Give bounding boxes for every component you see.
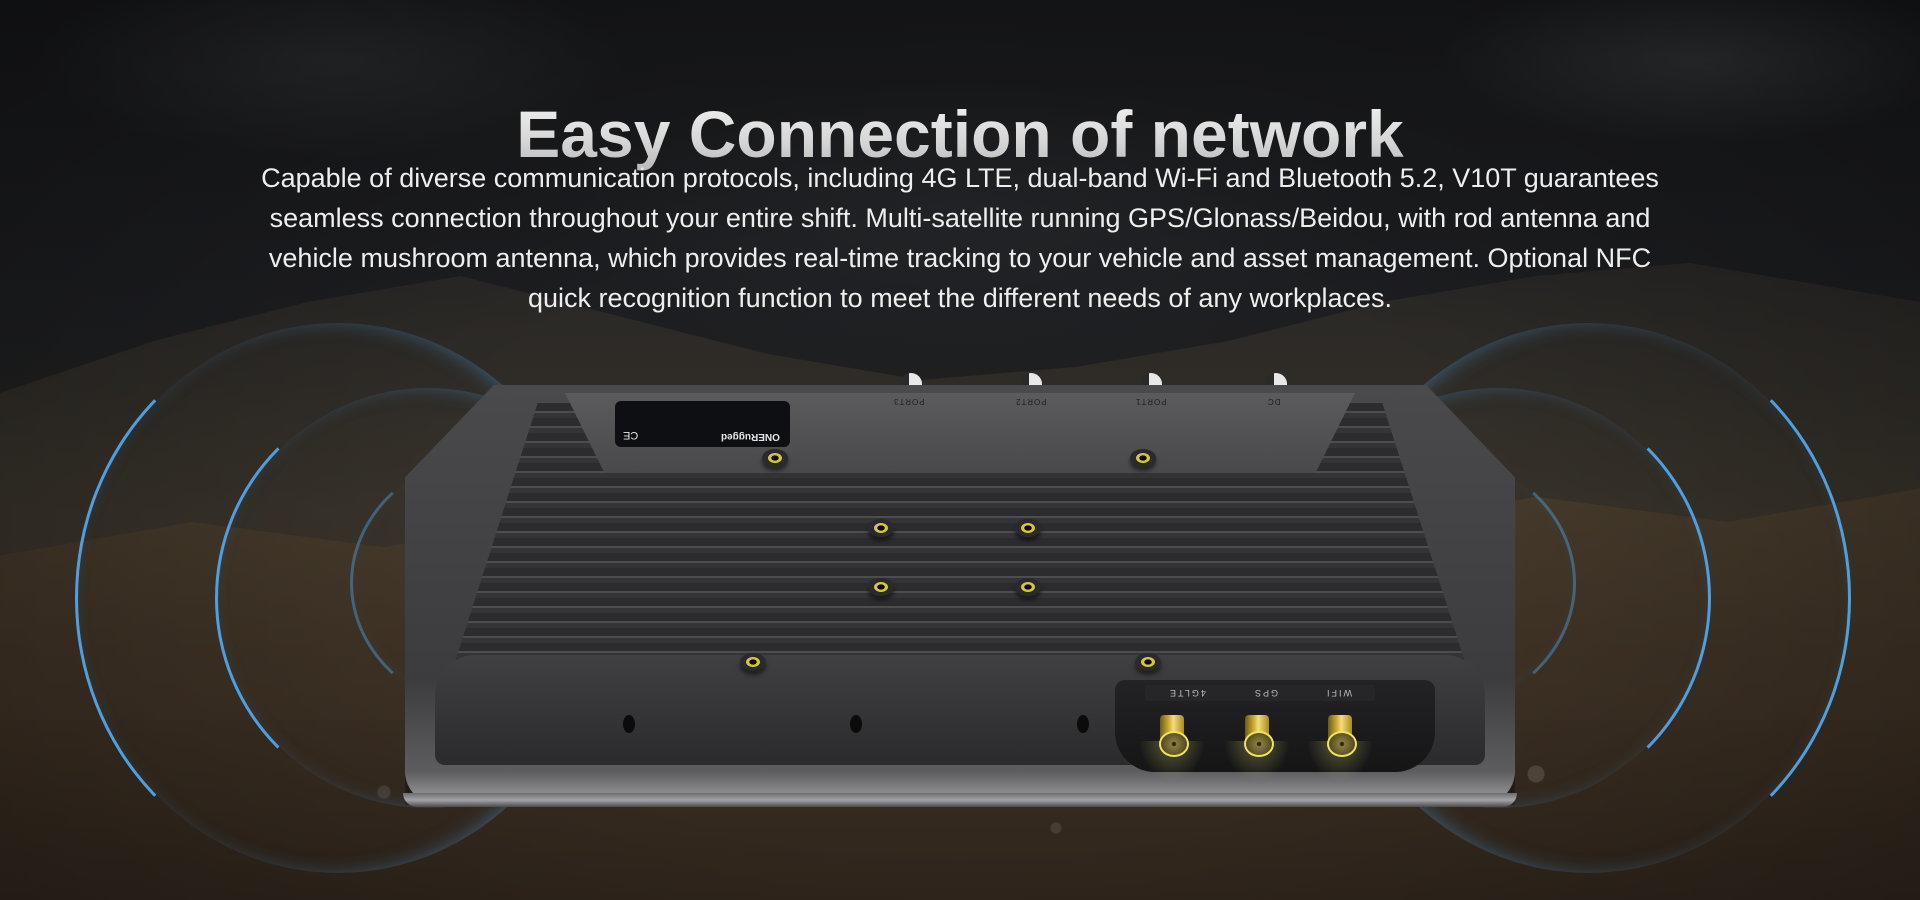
signal-arc-middle-left	[215, 385, 641, 811]
dc-power-symbol-icon: DC	[1267, 397, 1281, 406]
mounting-insert	[740, 653, 766, 671]
antenna-stub	[900, 373, 922, 385]
device-bottom-rim	[403, 793, 1517, 807]
signal-arc-outer-left	[75, 320, 601, 876]
description-line: Capable of diverse communication protoco…	[261, 163, 1659, 193]
lte-sma-connector-icon	[1307, 715, 1373, 781]
feature-description: Capable of diverse communication protoco…	[160, 158, 1760, 318]
signal-arc-outer-right	[1325, 320, 1851, 876]
page-title: Easy Connection of network	[0, 96, 1920, 172]
vent-hole	[623, 715, 635, 733]
mounting-insert	[1130, 449, 1156, 467]
mounting-insert	[1015, 578, 1041, 596]
vent-hole	[850, 715, 862, 733]
mounting-insert	[1135, 653, 1161, 671]
description-line: quick recognition function to meet the d…	[527, 283, 1392, 313]
mounting-insert	[868, 519, 894, 537]
gps-sma-connector-icon	[1224, 715, 1290, 781]
mounting-insert	[1015, 519, 1041, 537]
mounting-insert	[762, 449, 788, 467]
mounting-insert	[868, 578, 894, 596]
signal-arc-inner-left	[350, 450, 656, 716]
wifi-sma-connector-icon	[1139, 715, 1205, 781]
connector-label-gps: GPS	[1252, 688, 1278, 698]
product-label: ONERugged CE	[615, 401, 790, 447]
signal-arc-inner-right	[1270, 450, 1576, 716]
connector-label-4glte: 4GLTE	[1168, 688, 1207, 698]
description-line: seamless connection throughout your enti…	[269, 203, 1651, 233]
description-line: vehicle mushroom antenna, which provides…	[268, 243, 1652, 273]
rugged-tablet-rear-view: ONERugged CE PORT3 PORT2 PORT1 DC 4GLTE …	[403, 373, 1517, 807]
signal-arc-middle-right	[1285, 385, 1711, 811]
ce-mark: CE	[623, 429, 639, 441]
antenna-stub	[1265, 373, 1287, 385]
connector-label-strip: 4GLTE GPS WIFI	[1145, 685, 1375, 701]
brand-logo: ONERugged	[721, 431, 780, 442]
antenna-stub	[1140, 373, 1162, 385]
connector-label-wifi: WIFI	[1324, 688, 1352, 698]
vent-hole	[1077, 715, 1089, 733]
antenna-stub	[1020, 373, 1042, 385]
port-label-port1: PORT1	[1135, 397, 1167, 406]
port-label-port3: PORT3	[893, 397, 925, 406]
port-label-port2: PORT2	[1015, 397, 1047, 406]
